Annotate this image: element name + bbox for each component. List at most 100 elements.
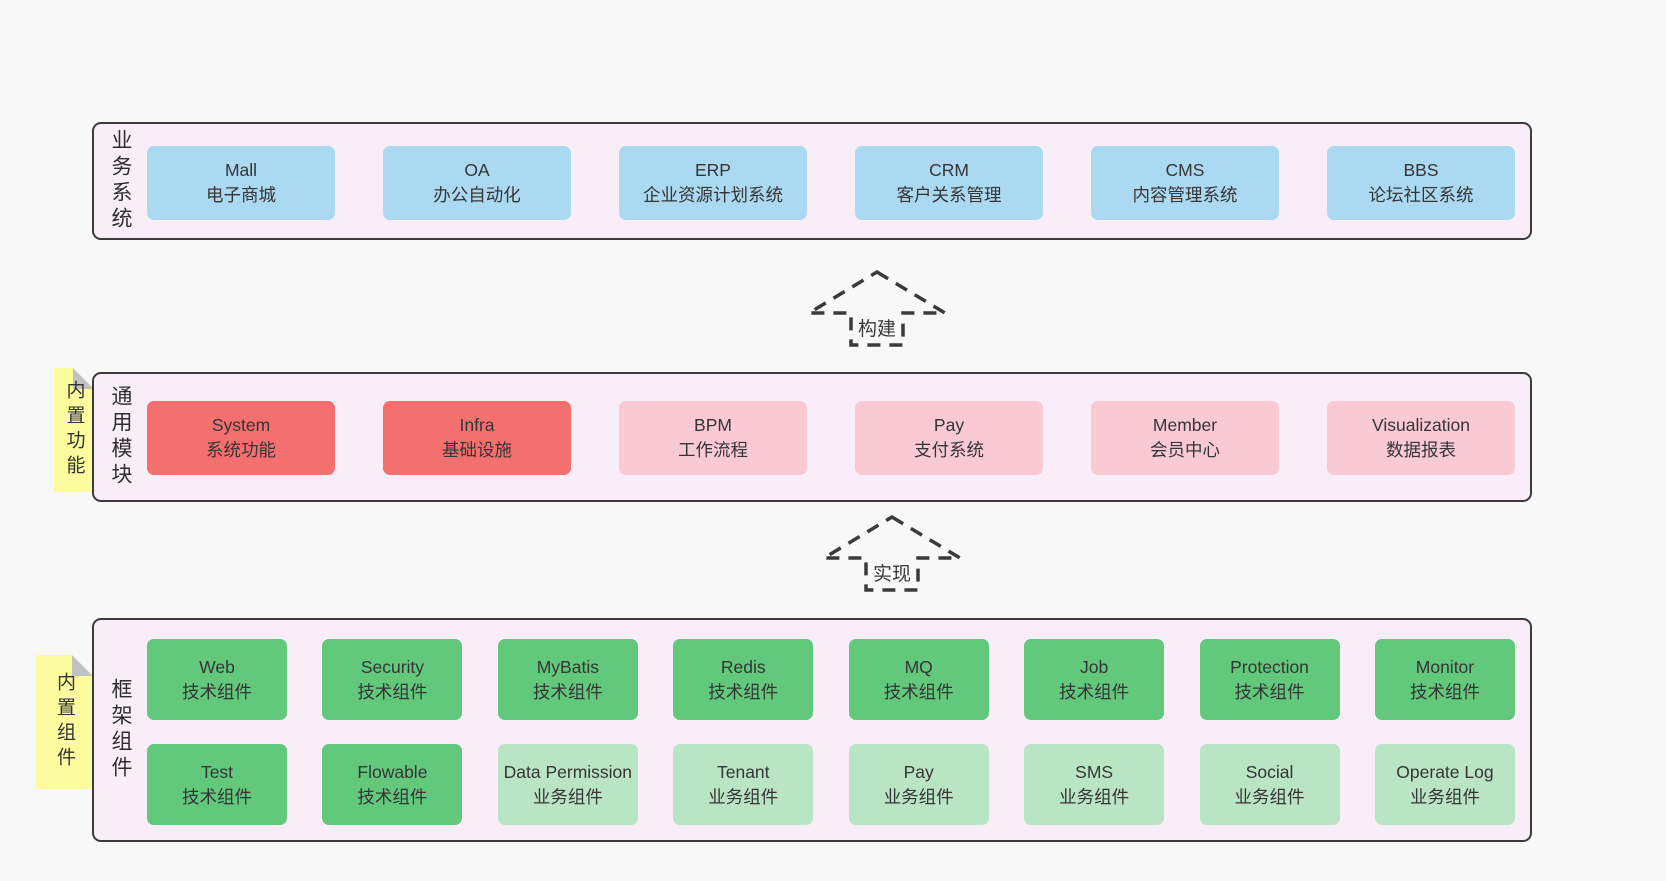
box-subtitle: 电子商城 bbox=[206, 185, 276, 205]
box-subtitle: 论坛社区系统 bbox=[1368, 185, 1474, 205]
box-subtitle: 技术组件 bbox=[357, 786, 428, 807]
box-system: System 系统功能 bbox=[147, 401, 335, 475]
arrow-up-dashed-icon bbox=[806, 269, 948, 347]
box-subtitle: 技术组件 bbox=[1409, 681, 1480, 702]
box-subtitle: 技术组件 bbox=[1234, 681, 1305, 702]
box-name: CRM bbox=[929, 160, 969, 180]
box-member: Member 会员中心 bbox=[1091, 401, 1279, 475]
box-social: Social 业务组件 bbox=[1199, 744, 1340, 825]
box-name: Member bbox=[1152, 415, 1218, 435]
band-common-modules: 通用模块 System 系统功能 Infra 基础设施 BPM 工作流程 Pay… bbox=[92, 372, 1532, 502]
band-label-business-systems: 业务系统 bbox=[109, 129, 132, 233]
box-data-permission: Data Permission 业务组件 bbox=[497, 744, 638, 825]
box-name: BBS bbox=[1403, 160, 1439, 180]
box-infra: Infra 基础设施 bbox=[383, 401, 571, 475]
arrow-label: 构建 bbox=[857, 319, 896, 340]
box-protection: Protection 技术组件 bbox=[1199, 639, 1340, 720]
business-systems-row: Mall 电子商城 OA 办公自动化 ERP 企业资源计划系统 CRM 客户关系… bbox=[147, 146, 1515, 220]
box-name: Data Permission bbox=[503, 761, 633, 782]
arrow-up-dashed-icon bbox=[821, 514, 963, 592]
box-web: Web 技术组件 bbox=[147, 639, 287, 720]
box-subtitle: 基础设施 bbox=[442, 440, 512, 460]
box-monitor: Monitor 技术组件 bbox=[1374, 639, 1515, 720]
box-name: Mall bbox=[224, 160, 258, 180]
box-redis: Redis 技术组件 bbox=[673, 639, 814, 720]
box-operate-log: Operate Log 业务组件 bbox=[1374, 744, 1515, 825]
box-name: System bbox=[211, 415, 271, 435]
sticky-note-builtin-features: 内置功能 bbox=[54, 368, 94, 492]
box-subtitle: 企业资源计划系统 bbox=[643, 185, 783, 205]
box-name: MQ bbox=[904, 656, 933, 677]
band-framework-components: 框架组件 Web 技术组件 Security 技术组件 MyBatis 技术组件… bbox=[92, 618, 1532, 842]
box-name: Pay bbox=[903, 761, 934, 782]
arrow-implement: 实现 bbox=[821, 513, 963, 593]
box-name: Flowable bbox=[357, 761, 428, 782]
box-cms: CMS 内容管理系统 bbox=[1091, 146, 1279, 220]
box-job: Job 技术组件 bbox=[1024, 639, 1165, 720]
box-subtitle: 技术组件 bbox=[532, 681, 603, 702]
box-subtitle: 业务组件 bbox=[1234, 786, 1305, 807]
box-name: Monitor bbox=[1415, 656, 1475, 677]
box-name: Operate Log bbox=[1396, 761, 1494, 782]
box-subtitle: 内容管理系统 bbox=[1132, 185, 1238, 205]
box-name: Redis bbox=[720, 656, 766, 677]
box-subtitle: 工作流程 bbox=[678, 440, 748, 460]
box-security: Security 技术组件 bbox=[322, 639, 463, 720]
box-name: Web bbox=[199, 656, 235, 677]
box-test: Test 技术组件 bbox=[147, 744, 287, 825]
sticky-note-label: 内置组件 bbox=[54, 672, 75, 772]
box-name: Pay bbox=[933, 415, 965, 435]
sticky-note-builtin-components: 内置组件 bbox=[36, 655, 93, 789]
box-name: BPM bbox=[694, 415, 732, 435]
box-name: Security bbox=[360, 656, 425, 677]
box-subtitle: 办公自动化 bbox=[433, 185, 521, 205]
box-mybatis: MyBatis 技术组件 bbox=[497, 639, 638, 720]
box-oa: OA 办公自动化 bbox=[383, 146, 571, 220]
box-name: OA bbox=[464, 160, 490, 180]
box-name: ERP bbox=[695, 160, 731, 180]
box-name: CMS bbox=[1165, 160, 1205, 180]
box-subtitle: 技术组件 bbox=[1059, 681, 1130, 702]
box-subtitle: 客户关系管理 bbox=[896, 185, 1002, 205]
sticky-note-label: 内置功能 bbox=[63, 380, 85, 480]
box-name: Social bbox=[1245, 761, 1294, 782]
box-subtitle: 业务组件 bbox=[1059, 786, 1130, 807]
box-subtitle: 数据报表 bbox=[1386, 440, 1456, 460]
box-name: Infra bbox=[459, 415, 495, 435]
box-name: Test bbox=[200, 761, 234, 782]
box-subtitle: 会员中心 bbox=[1150, 440, 1220, 460]
box-pay-component: Pay 业务组件 bbox=[848, 744, 989, 825]
box-visualization: Visualization 数据报表 bbox=[1327, 401, 1515, 475]
box-flowable: Flowable 技术组件 bbox=[322, 744, 463, 825]
box-sms: SMS 业务组件 bbox=[1024, 744, 1165, 825]
box-bbs: BBS 论坛社区系统 bbox=[1327, 146, 1515, 220]
box-bpm: BPM 工作流程 bbox=[619, 401, 807, 475]
box-name: Job bbox=[1080, 656, 1109, 677]
box-name: Protection bbox=[1230, 656, 1309, 677]
box-name: MyBatis bbox=[536, 656, 599, 677]
framework-components-row-1: Web 技术组件 Security 技术组件 MyBatis 技术组件 Redi… bbox=[147, 639, 1515, 720]
framework-components-row-2: Test 技术组件 Flowable 技术组件 Data Permission … bbox=[147, 744, 1515, 825]
box-subtitle: 系统功能 bbox=[206, 440, 276, 460]
band-label-common-modules: 通用模块 bbox=[109, 385, 132, 489]
box-mall: Mall 电子商城 bbox=[147, 146, 335, 220]
box-mq: MQ 技术组件 bbox=[848, 639, 989, 720]
box-pay-module: Pay 支付系统 bbox=[855, 401, 1043, 475]
box-name: Tenant bbox=[716, 761, 770, 782]
box-tenant: Tenant 业务组件 bbox=[673, 744, 814, 825]
box-subtitle: 技术组件 bbox=[357, 681, 428, 702]
arrow-build: 构建 bbox=[806, 268, 948, 348]
box-erp: ERP 企业资源计划系统 bbox=[619, 146, 807, 220]
box-subtitle: 支付系统 bbox=[914, 440, 984, 460]
box-name: Visualization bbox=[1372, 415, 1470, 435]
band-label-framework-components: 框架组件 bbox=[109, 678, 132, 782]
common-modules-row: System 系统功能 Infra 基础设施 BPM 工作流程 Pay 支付系统… bbox=[147, 401, 1515, 475]
box-name: SMS bbox=[1075, 761, 1114, 782]
box-subtitle: 业务组件 bbox=[1409, 786, 1480, 807]
box-subtitle: 技术组件 bbox=[883, 681, 954, 702]
box-subtitle: 技术组件 bbox=[708, 681, 779, 702]
box-subtitle: 技术组件 bbox=[182, 681, 252, 702]
arrow-label: 实现 bbox=[872, 564, 911, 585]
box-subtitle: 业务组件 bbox=[532, 786, 603, 807]
